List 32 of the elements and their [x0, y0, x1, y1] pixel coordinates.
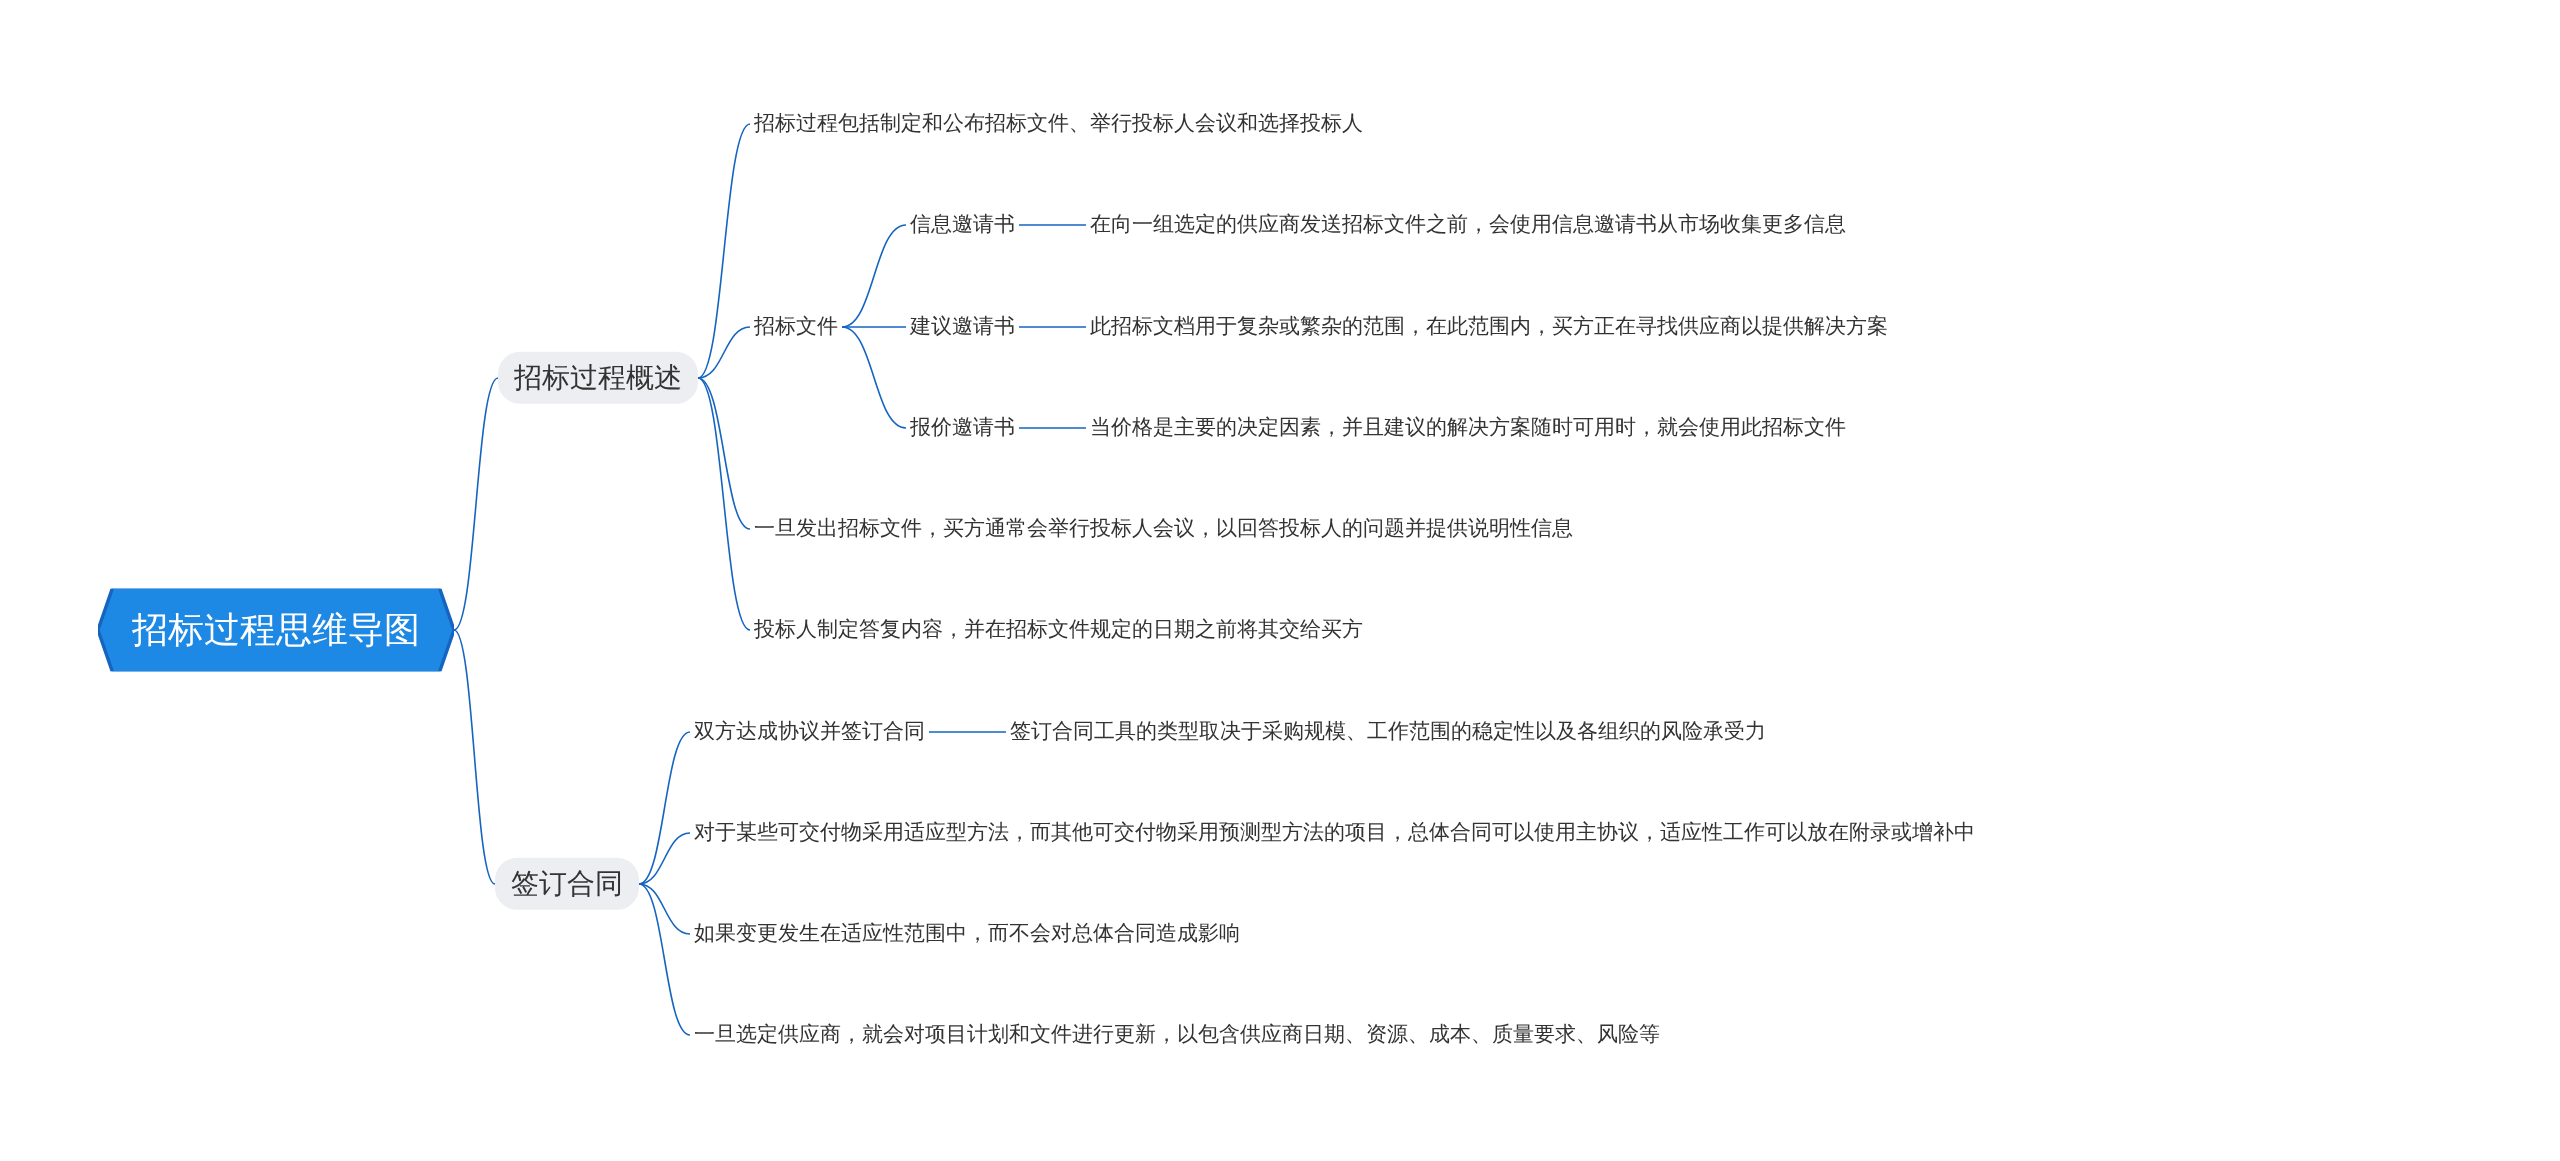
- topic-text: 招标过程包括制定和公布招标文件、举行投标人会议和选择投标人: [750, 108, 1367, 140]
- topic-text: 当价格是主要的决定因素，并且建议的解决方案随时可用时，就会使用此招标文件: [1086, 412, 1850, 444]
- topic-text: 一旦选定供应商，就会对项目计划和文件进行更新，以包含供应商日期、资源、成本、质量要求、风险等: [690, 1019, 1664, 1051]
- connector-line: [928, 731, 1007, 733]
- topic-text: 一旦发出招标文件，买方通常会举行投标人会议，以回答投标人的问题并提供说明性信息: [750, 513, 1577, 545]
- root-topic: 招标过程思维导图: [132, 608, 420, 650]
- topic-text: 双方达成协议并签订合同: [690, 716, 929, 748]
- topic-text: 报价邀请书: [906, 412, 1019, 444]
- branch-topic: 招标过程概述: [498, 351, 698, 405]
- connector-line: [453, 629, 496, 885]
- topic-text: 招标文件: [750, 311, 842, 343]
- connector-line: [697, 326, 751, 379]
- connector-line: [638, 883, 691, 1036]
- connector-line: [453, 377, 499, 631]
- topic-text: 此招标文档用于复杂或繁杂的范围，在此范围内，买方正在寻找供应商以提供解决方案: [1086, 311, 1892, 343]
- connector-line: [1018, 326, 1087, 328]
- connector-line: [697, 377, 751, 530]
- connector-line: [697, 377, 751, 631]
- topic-text: 在向一组选定的供应商发送招标文件之前，会使用信息邀请书从市场收集更多信息: [1086, 209, 1850, 241]
- connector-line: [638, 883, 691, 935]
- connector-line: [841, 326, 907, 429]
- topic-text: 对于某些可交付物采用适应型方法，而其他可交付物采用预测型方法的项目，总体合同可以使用主协议，适应性工作可以放在附录或增补中: [690, 817, 1979, 849]
- topic-text: 投标人制定答复内容，并在招标文件规定的日期之前将其交给买方: [750, 614, 1367, 646]
- topic-text: 建议邀请书: [906, 311, 1019, 343]
- connector-line: [1018, 224, 1087, 226]
- connector-line: [697, 123, 751, 379]
- connector-line: [638, 731, 691, 885]
- connector-line: [1018, 427, 1087, 429]
- topic-text: 签订合同工具的类型取决于采购规模、工作范围的稳定性以及各组织的风险承受力: [1006, 716, 1770, 748]
- topic-text: 如果变更发生在适应性范围中，而不会对总体合同造成影响: [690, 918, 1244, 950]
- branch-topic: 签订合同: [495, 857, 639, 911]
- topic-text: 信息邀请书: [906, 209, 1019, 241]
